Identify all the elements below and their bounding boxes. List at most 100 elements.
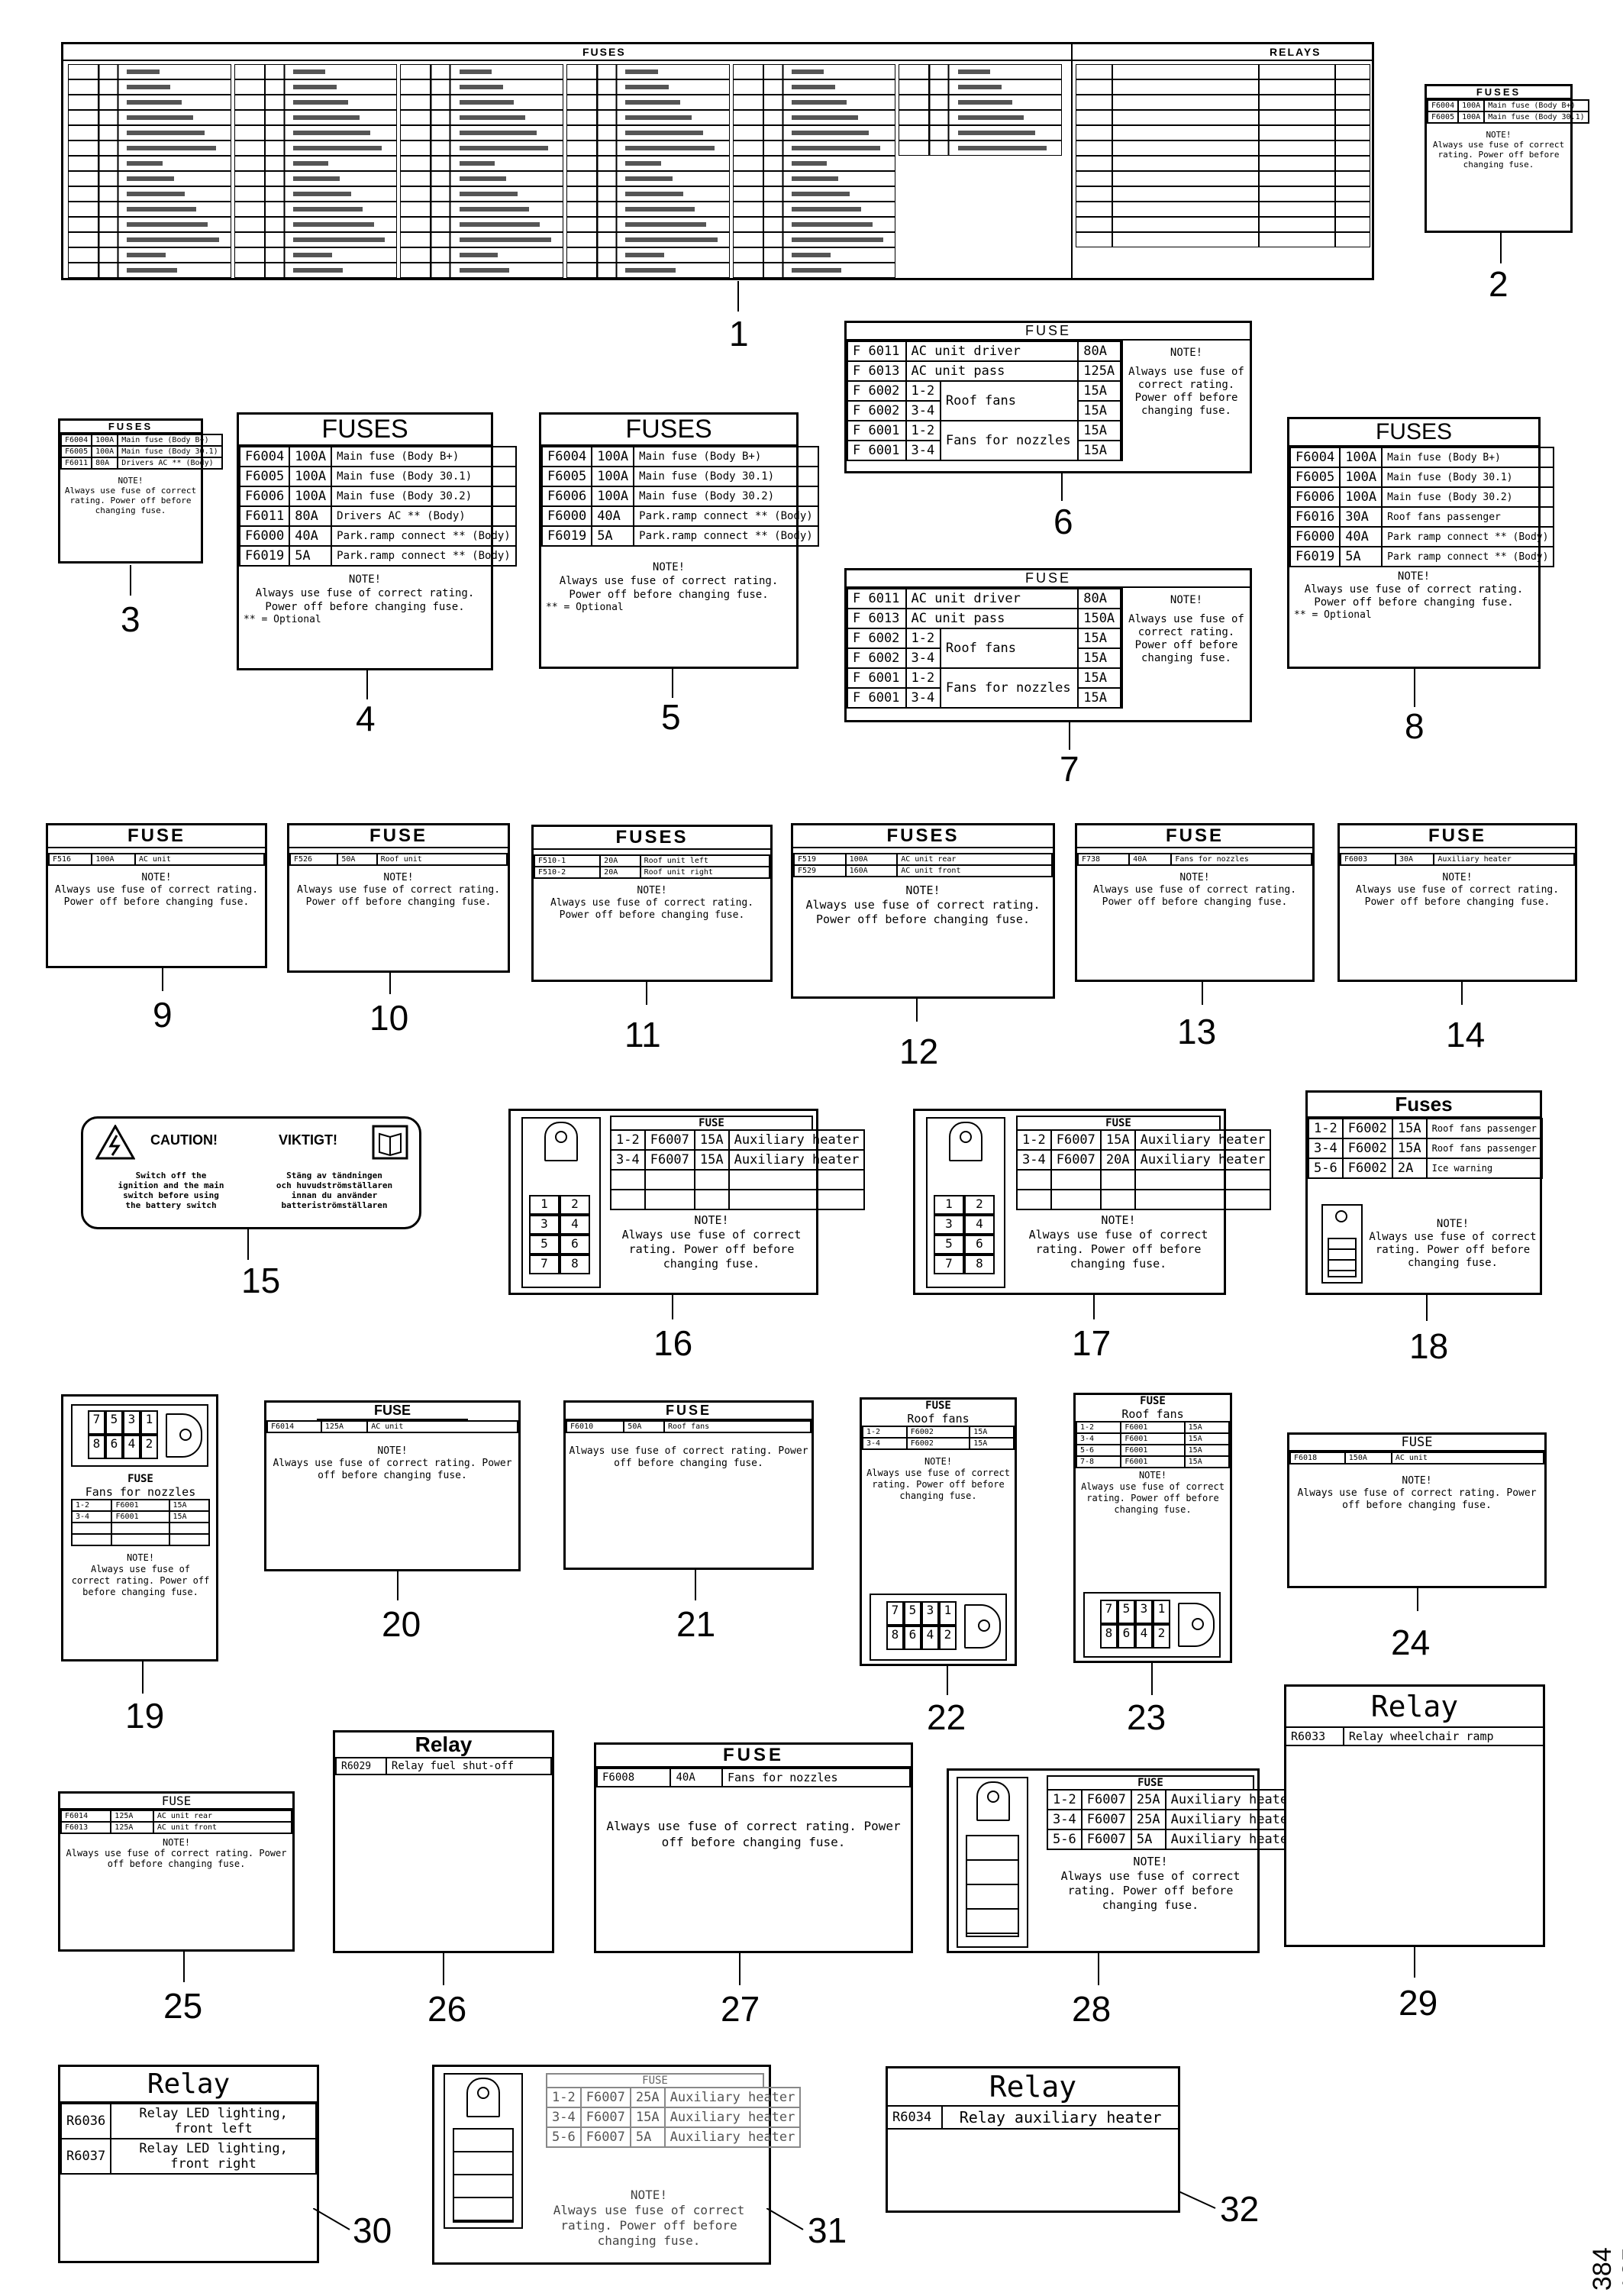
overview-fuse-cell (400, 263, 563, 278)
mount-tab-icon (976, 1781, 1010, 1821)
leader-25 (183, 1952, 185, 1982)
overview-fuse-cell-print (292, 237, 386, 242)
label-4-optional: ** = Optional (244, 614, 321, 625)
overview-fuse-cell-print (127, 207, 197, 212)
overview-fuse-cell-print (791, 207, 861, 212)
fuse-slot-grid: 7 5 3 1 8 6 4 2 (1100, 1600, 1170, 1649)
overview-fuse-cell-print (791, 268, 842, 273)
label-3-title: FUSES (60, 421, 201, 434)
label-14-warning: Always use fuse of correct rating. Power… (1355, 884, 1560, 908)
overview-fuse-cell-print (791, 161, 828, 166)
fuse-slot-2: 2 (939, 1626, 957, 1650)
fuse-slot-block (966, 1835, 1019, 1937)
overview-fuse-cell-print (459, 237, 552, 242)
fuse-slot-3: 3 (1135, 1600, 1153, 1624)
callout-17: 17 (1072, 1323, 1112, 1363)
overview-fuse-cell-print (127, 69, 160, 74)
fuse-slot-6: 6 (964, 1235, 995, 1255)
overview-fuse-cell (68, 110, 231, 125)
overview-fuse-cell (68, 217, 231, 232)
overview-fuse-cell-print (625, 69, 658, 74)
label-23-fuse-holder: 7 5 3 1 8 6 4 2 (1083, 1592, 1221, 1658)
overview-relay-row (1076, 156, 1370, 171)
overview-fuse-cell-print (127, 253, 166, 257)
overview-fuse-cell (234, 186, 398, 202)
overview-fuse-cell (234, 263, 398, 278)
fuse-slot-7: 7 (88, 1410, 105, 1435)
label-20-warning: Always use fuse of correct rating. Power… (273, 1458, 512, 1481)
label-25-title: FUSE (60, 1794, 292, 1810)
fuse-slot-block (453, 2128, 514, 2223)
leader-15 (247, 1229, 249, 1260)
overview-fuse-cell (68, 186, 231, 202)
fuse-slot-1: 1 (1153, 1600, 1170, 1624)
overview-fuse-cell-print (459, 253, 499, 257)
leader-22 (947, 1666, 948, 1695)
label-15-caution: CAUTION! VIKTIGT! Switch off the ignitio… (81, 1116, 421, 1229)
label-1-fuse-relay-overview: FUSES RELAYS (61, 42, 1374, 280)
callout-1: 1 (729, 314, 749, 354)
overview-fuse-cell (234, 125, 398, 140)
overview-fuse-cell-print (292, 268, 344, 273)
overview-fuse-cell (899, 64, 1062, 79)
overview-fuse-cell-print (791, 85, 835, 89)
overview-fuse-cell (400, 171, 563, 186)
overview-fuse-cell-print (625, 253, 664, 257)
overview-fuse-cell-print (292, 100, 348, 105)
label-1-fuse-grid (68, 64, 1065, 278)
overview-fuse-cell-print (625, 115, 692, 120)
label-22-note: NOTE! (924, 1456, 953, 1467)
overview-fuse-cell (400, 64, 563, 79)
label-20-title: FUSE (317, 1403, 468, 1420)
fuse-slot-1: 1 (529, 1195, 560, 1215)
overview-fuse-cell-print (791, 131, 870, 135)
document-id: 384 135 (1588, 2247, 1623, 2291)
overview-fuse-cell (899, 110, 1062, 125)
overview-fuse-cell (732, 79, 896, 95)
fuse-slot-4: 4 (964, 1215, 995, 1235)
fuse-slot-5: 5 (105, 1410, 123, 1435)
fuse-slot-6: 6 (1118, 1624, 1135, 1649)
label-2-title: FUSES (1427, 86, 1570, 99)
overview-fuse-cell-print (292, 69, 326, 74)
overview-relay-row (1076, 232, 1370, 247)
overview-fuse-cell (566, 156, 730, 171)
fuse-slot-1: 1 (140, 1410, 158, 1435)
overview-fuse-cell-print (957, 85, 1002, 89)
overview-fuse-cell-print (459, 131, 537, 135)
leader-9 (162, 968, 163, 991)
leader-6 (1061, 473, 1063, 501)
overview-fuse-cell (566, 171, 730, 186)
overview-fuse-cell (566, 125, 730, 140)
label-28-fuse-holder (957, 1777, 1028, 1948)
label-17-note: NOTE! (1101, 1213, 1136, 1227)
leader-4 (366, 670, 368, 699)
label-6-warning: Always use fuse of correct rating. Power… (1128, 366, 1244, 417)
overview-relay-row (1076, 202, 1370, 217)
label-10-warning: Always use fuse of correct rating. Power… (296, 884, 501, 908)
overview-fuse-cell (68, 140, 231, 156)
overview-fuse-cell (566, 247, 730, 263)
mount-hole-icon (1192, 1618, 1204, 1630)
label-24-note: NOTE! (1402, 1475, 1432, 1487)
overview-fuse-cell (68, 263, 231, 278)
callout-31: 31 (808, 2210, 847, 2250)
overview-fuse-cell (566, 202, 730, 217)
label-15-en-line-4: the battery switch (125, 1200, 217, 1210)
label-10-title: FUSE (289, 825, 508, 848)
overview-fuse-cell (68, 247, 231, 263)
overview-fuse-cell-print (957, 115, 1024, 120)
overview-fuse-cell-print (625, 161, 661, 166)
